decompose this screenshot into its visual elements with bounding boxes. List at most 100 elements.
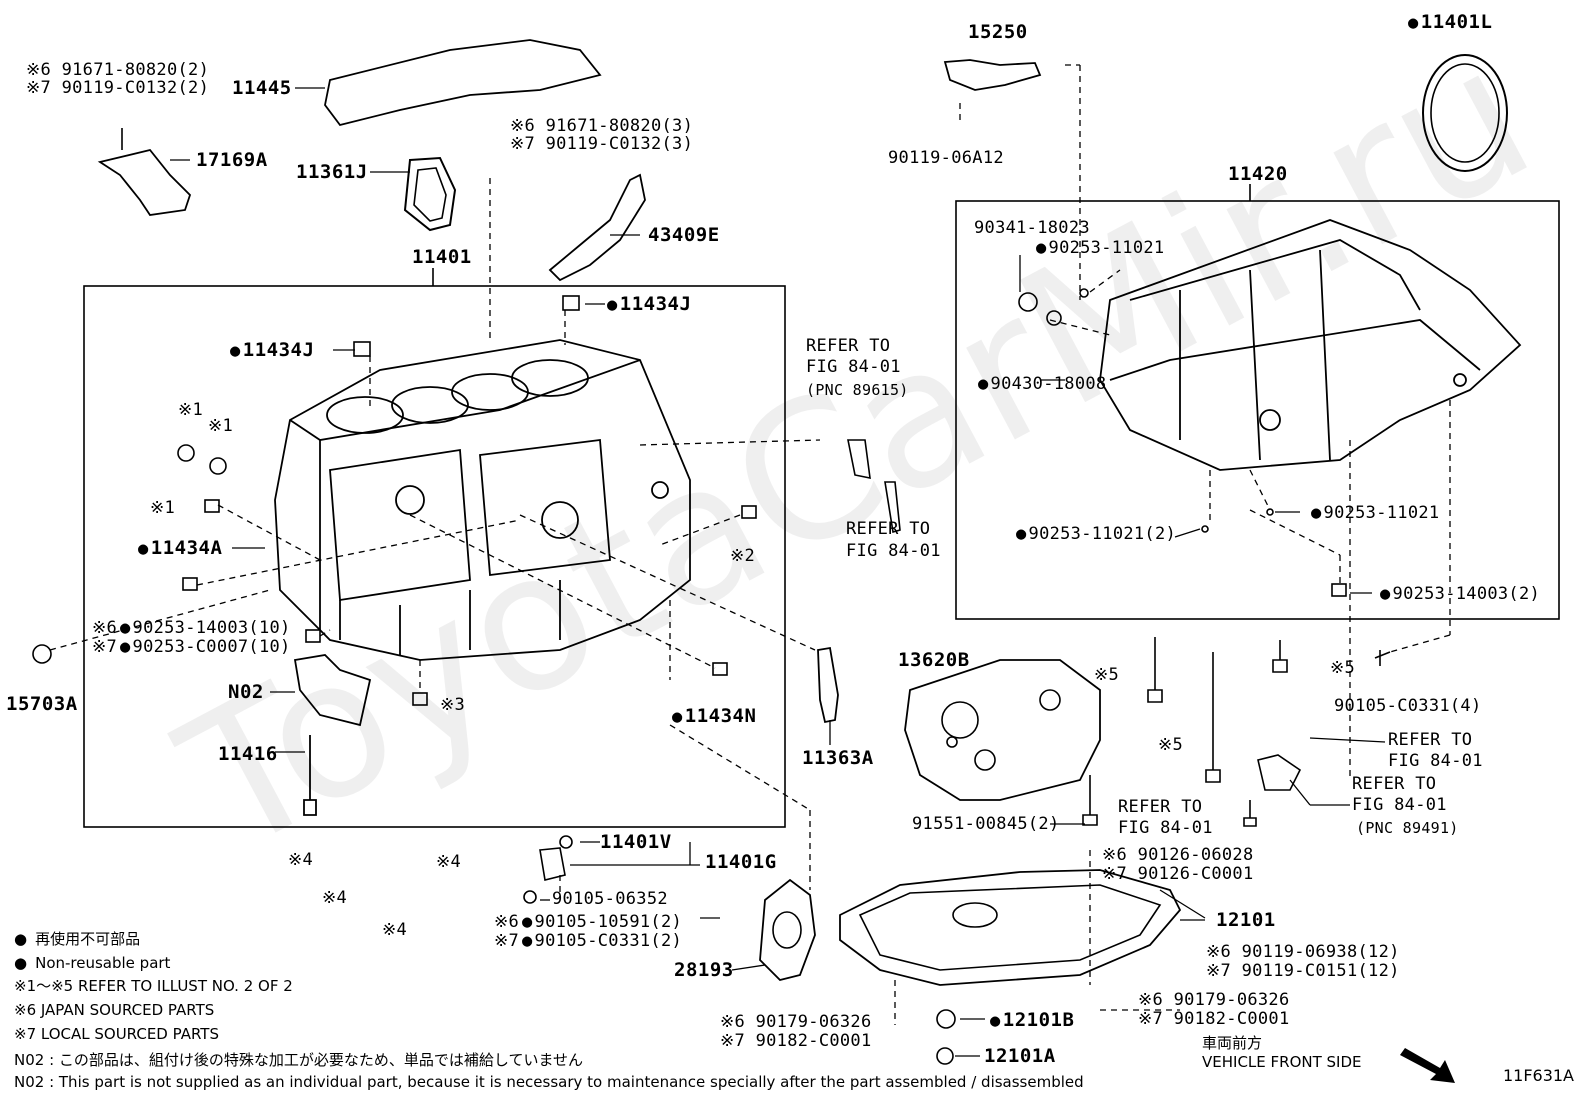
label-x6-a: ※6 <box>92 618 118 638</box>
label-11434J-top: 11434J <box>607 294 691 315</box>
label-15703A: 15703A <box>6 693 78 715</box>
label-90105-C0331-4: 90105-C0331(4) <box>1334 696 1482 716</box>
label-11361J: 11361J <box>296 161 368 183</box>
refer2-line2: FIG 84-01 <box>846 541 941 561</box>
bolt-11416 <box>303 735 317 816</box>
part-N02 <box>293 654 372 727</box>
front-en: VEHICLE FRONT SIDE <box>1202 1053 1362 1071</box>
label-x6-d: ※6 90119-06938(12) <box>1206 942 1400 962</box>
label-x7-b: ※7 <box>494 931 520 951</box>
legend-local: ※7 LOCAL SOURCED PARTS <box>14 1025 219 1043</box>
label-x2: ※2 <box>730 546 756 566</box>
block-frame <box>83 285 786 828</box>
label-11363A: 11363A <box>802 747 874 769</box>
legend-en: Non-reusable part <box>14 954 170 972</box>
cylinder-block-drawing <box>274 339 691 661</box>
label-x6-e: ※6 90179-06326 <box>1138 990 1290 1010</box>
label-jp7-1: ※7 90119-C0132(2) <box>26 78 210 98</box>
oil-pan-upper-drawing <box>1099 219 1522 471</box>
legend-jp: 再使用不可部品 <box>14 930 140 948</box>
label-90341-18023: 90341-18023 <box>974 218 1090 238</box>
label-x7-e: ※7 90182-C0001 <box>1138 1009 1290 1029</box>
refer4-line2: FIG 84-01 <box>1352 795 1447 815</box>
label-90105-06352: 90105-06352 <box>552 889 668 909</box>
label-90105-10591-2: 90105-10591(2) <box>522 912 682 932</box>
label-x6-c: ※6 90126-06028 <box>1102 845 1254 865</box>
label-11401G: 11401G <box>705 851 777 873</box>
label-90119-06A12: 90119-06A12 <box>888 148 1004 168</box>
label-90253-11021-a: 90253-11021 <box>1036 238 1165 258</box>
vehicle-front-arrow <box>1400 1048 1455 1083</box>
refer4-line1: REFER TO <box>1352 774 1437 794</box>
cover-11445 <box>324 39 602 127</box>
label-90430-18008: 90430-18008 <box>978 374 1107 394</box>
label-12101B: 12101B <box>990 1010 1074 1031</box>
label-91551-00845-2: 91551-00845(2) <box>912 814 1060 834</box>
seal-11401L <box>1422 54 1508 172</box>
label-15250: 15250 <box>968 21 1028 43</box>
label-jp7-2: ※7 90119-C0132(3) <box>510 134 694 154</box>
label-x1-b: ※1 <box>208 416 234 436</box>
label-x7-a: ※7 <box>92 637 118 657</box>
label-x6-b: ※6 <box>494 912 520 932</box>
oil-pan-upper-title: 11420 <box>1228 163 1288 185</box>
label-90253-14003-2: 90253-14003(2) <box>1380 584 1540 604</box>
refer2-line1: REFER TO <box>846 519 931 539</box>
refer3-line2: FIG 84-01 <box>1388 751 1483 771</box>
bracket-43409E <box>548 173 646 282</box>
label-13620B: 13620B <box>898 649 970 671</box>
refer3-line1: REFER TO <box>1388 730 1473 750</box>
label-x5-c: ※5 <box>1158 735 1184 755</box>
note-n02-jp: N02 : この部品は、組付け後の特殊な加工が必要なため、単品では補給していませ… <box>14 1051 584 1069</box>
label-x4-c: ※4 <box>322 888 348 908</box>
label-11434N: 11434N <box>672 706 756 727</box>
label-90253-11021-2: 90253-11021(2) <box>1016 524 1176 544</box>
label-x4-d: ※4 <box>382 920 408 940</box>
gasket-28193 <box>759 878 816 981</box>
refer1-line1: REFER TO <box>806 336 891 356</box>
label-N02: N02 <box>228 681 264 703</box>
label-12101A: 12101A <box>984 1045 1056 1067</box>
label-x3: ※3 <box>440 695 466 715</box>
block-title: 11401 <box>412 246 472 268</box>
label-11445: 11445 <box>232 77 292 99</box>
label-x7-f: ※7 90182-C0001 <box>720 1031 872 1051</box>
front-jp: 車両前方 <box>1202 1034 1263 1052</box>
label-90253-C0007-10: 90253-C0007(10) <box>120 637 291 657</box>
diagram-code: 11F631A <box>1502 1066 1574 1085</box>
label-43409E: 43409E <box>648 224 720 246</box>
refer1-line2: FIG 84-01 <box>806 357 901 377</box>
label-11401V: 11401V <box>600 831 672 853</box>
label-x4-a: ※4 <box>288 850 314 870</box>
label-90105-C0331-2: 90105-C0331(2) <box>522 931 682 951</box>
legend-refer: ※1～※5 REFER TO ILLUST NO. 2 OF 2 <box>14 977 293 995</box>
refer1-line3: (PNC 89615) <box>806 381 909 399</box>
note-n02-en: N02 : This part is not supplied as an in… <box>14 1073 1084 1091</box>
label-12101: 12101 <box>1216 909 1276 931</box>
label-90253-11021-b: 90253-11021 <box>1311 503 1440 523</box>
label-28193: 28193 <box>674 959 734 981</box>
label-11401L: 11401L <box>1408 12 1492 33</box>
oil-pan-upper-frame <box>955 200 1560 620</box>
refer5-line2: FIG 84-01 <box>1118 818 1213 838</box>
label-jp6-2: ※6 91671-80820(3) <box>510 116 694 136</box>
legend-japan: ※6 JAPAN SOURCED PARTS <box>14 1001 215 1019</box>
part-11363A <box>817 646 839 724</box>
label-x6-f: ※6 90179-06326 <box>720 1012 872 1032</box>
label-11434J-left: 11434J <box>230 340 314 361</box>
label-x1-a: ※1 <box>178 400 204 420</box>
label-17169A: 17169A <box>196 149 268 171</box>
label-x7-c: ※7 90126-C0001 <box>1102 864 1254 884</box>
label-11434A: 11434A <box>138 538 222 559</box>
label-90253-14003-10: 90253-14003(10) <box>120 618 291 638</box>
label-x1-c: ※1 <box>150 498 176 518</box>
refer4-line3: (PNC 89491) <box>1356 819 1459 837</box>
label-x5-b: ※5 <box>1330 658 1356 678</box>
label-x5-a: ※5 <box>1094 665 1120 685</box>
oil-control-valve-15250 <box>943 59 1042 91</box>
bracket-17169A <box>97 148 192 216</box>
label-jp6-1: ※6 91671-80820(2) <box>26 60 210 80</box>
oil-pump-drawing <box>904 659 1101 801</box>
label-11416: 11416 <box>218 743 278 765</box>
